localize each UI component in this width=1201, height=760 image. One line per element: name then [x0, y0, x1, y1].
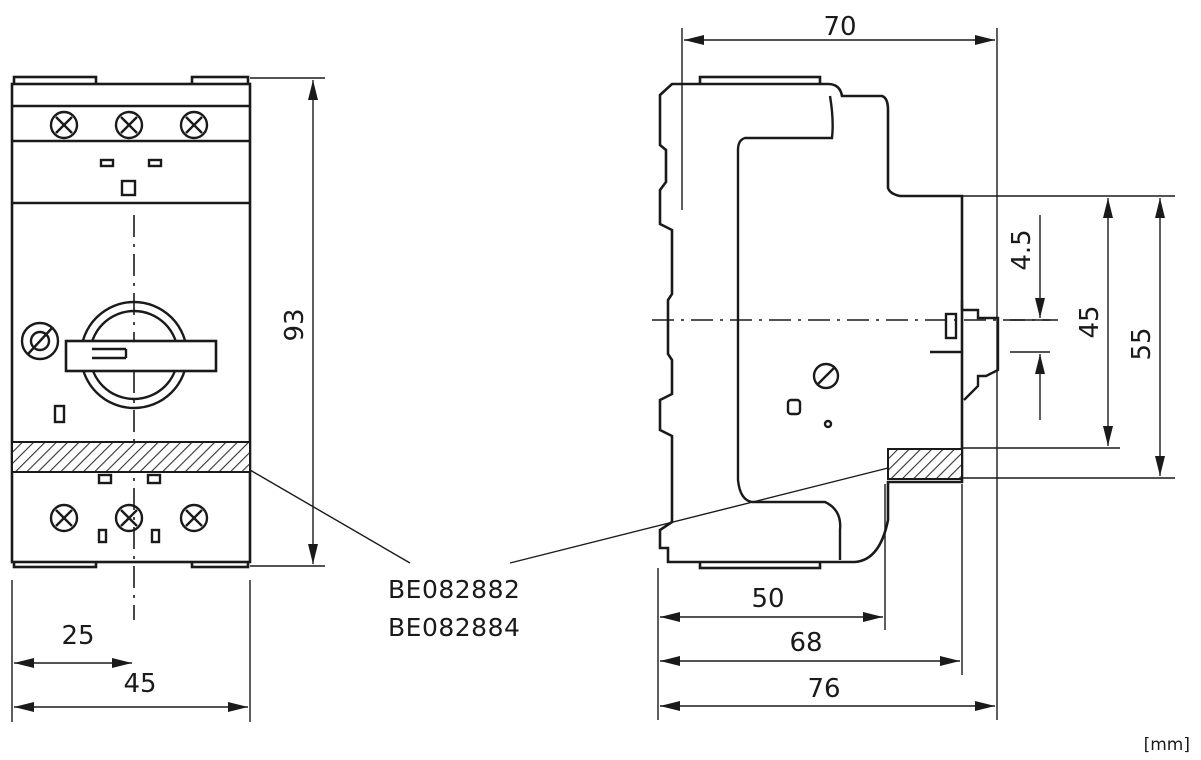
unit-label: [mm] [1144, 735, 1190, 755]
dim-label-68: 68 [789, 628, 822, 658]
screw-icon [49, 503, 79, 533]
led-dot-icon [823, 419, 833, 429]
screw-icon [114, 110, 144, 140]
dim-label-45-side: 45 [1075, 305, 1105, 338]
dim-label-45: 45 [123, 669, 156, 699]
indicator-slot [786, 398, 802, 416]
dim-label-50: 50 [751, 584, 784, 614]
leader-line-side [509, 467, 889, 564]
rotary-handle-icon [64, 300, 218, 410]
dim-label-55: 55 [1127, 327, 1157, 360]
label-area-front [11, 441, 251, 473]
screw-icon [179, 110, 209, 140]
front-dimensions: 93 25 45 [11, 77, 325, 722]
front-view [10, 75, 252, 620]
part-number-2: BE082884 [388, 613, 520, 642]
rail-latch [944, 312, 958, 340]
screw-icon [179, 503, 209, 533]
screw-icon [114, 503, 144, 533]
dim-label-70: 70 [823, 12, 856, 42]
indicator-slot [53, 404, 66, 424]
side-dimensions: 70 4.5 45 55 50 68 76 [657, 12, 1175, 720]
indicator-slot [147, 158, 163, 168]
front-housing [10, 82, 252, 564]
part-number-callout: BE082882 BE082884 [249, 467, 889, 642]
side-housing [658, 82, 964, 564]
dim-label-76: 76 [807, 674, 840, 704]
indicator-slot [99, 158, 115, 168]
side-view [652, 75, 1058, 570]
indicator-slot [146, 473, 162, 485]
indicator-slot [97, 473, 113, 485]
screw-icon [812, 362, 840, 390]
dim-label-4-5: 4.5 [1007, 229, 1037, 270]
indicator-slot [150, 528, 161, 544]
adjust-screw-icon [20, 321, 60, 361]
screw-icon [49, 110, 79, 140]
leader-line-front [249, 469, 411, 564]
label-area-side [887, 448, 963, 480]
indicator-slot [97, 528, 108, 544]
indicator-window [120, 179, 137, 197]
dim-label-25: 25 [61, 621, 94, 651]
dim-label-93: 93 [280, 308, 310, 341]
part-number-1: BE082882 [388, 575, 520, 604]
